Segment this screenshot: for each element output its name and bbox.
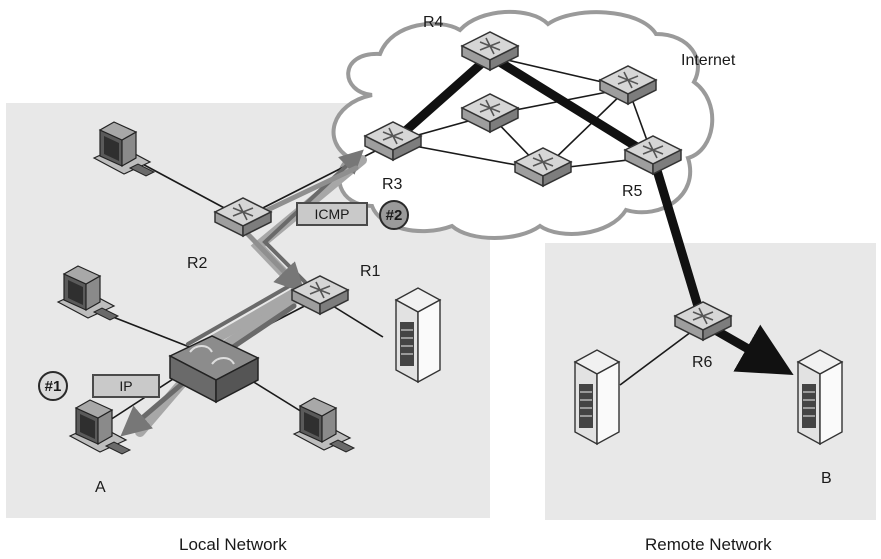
icmp-message-tag: ICMP bbox=[296, 202, 368, 226]
server-local bbox=[395, 287, 441, 383]
ip-message-tag: IP bbox=[92, 374, 160, 398]
internet-cloud bbox=[331, 9, 715, 240]
step-2-badge: #2 bbox=[379, 200, 409, 230]
caption-remote-network: Remote Network bbox=[645, 535, 772, 554]
route-path bbox=[388, 51, 794, 375]
label-r3: R3 bbox=[382, 176, 403, 193]
label-r1: R1 bbox=[360, 263, 381, 280]
switch bbox=[168, 335, 260, 404]
label-host-a: A bbox=[95, 479, 106, 496]
server-b bbox=[797, 349, 843, 445]
server-remote bbox=[574, 349, 620, 445]
label-r2: R2 bbox=[187, 255, 208, 272]
step-1-badge: #1 bbox=[38, 371, 68, 401]
label-internet: Internet bbox=[681, 52, 736, 69]
label-r6: R6 bbox=[692, 354, 713, 371]
caption-local-network: Local Network bbox=[179, 535, 287, 554]
label-r4: R4 bbox=[423, 14, 444, 31]
label-host-b: B bbox=[821, 470, 832, 487]
label-r5: R5 bbox=[622, 183, 643, 200]
